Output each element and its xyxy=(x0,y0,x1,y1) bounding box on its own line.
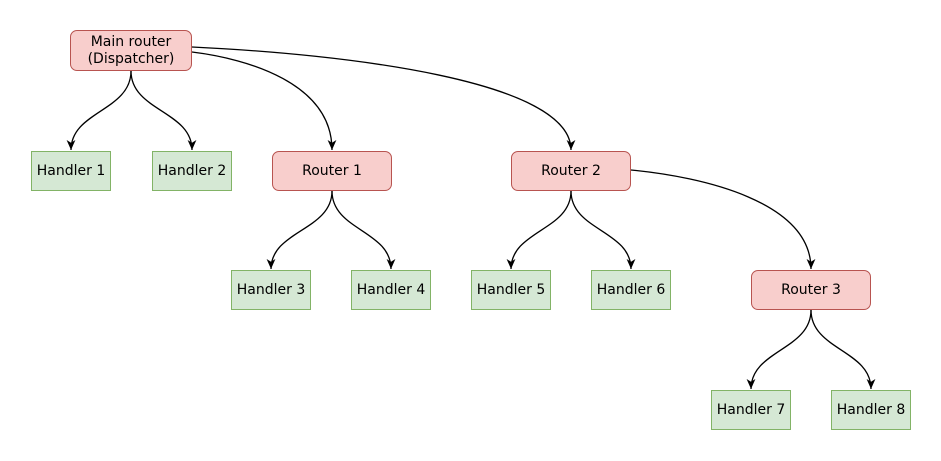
node-h5[interactable]: Handler 5 xyxy=(471,270,551,310)
node-label-r3: Router 3 xyxy=(781,281,841,298)
edge-r1-h3 xyxy=(266,190,333,270)
edge-r1-h4 xyxy=(331,190,396,270)
edge-group xyxy=(66,46,876,390)
edge-main-h2 xyxy=(130,70,197,151)
node-label-h4: Handler 4 xyxy=(356,281,426,298)
node-label-r2: Router 2 xyxy=(541,162,601,179)
node-label-h2: Handler 2 xyxy=(157,162,227,179)
node-label-h1: Handler 1 xyxy=(36,162,106,179)
node-h7[interactable]: Handler 7 xyxy=(711,390,791,430)
node-h3[interactable]: Handler 3 xyxy=(231,270,311,310)
node-label-h3: Handler 3 xyxy=(236,281,306,298)
edge-main-r2 xyxy=(191,46,576,151)
edge-main-h1 xyxy=(66,70,132,151)
node-r1[interactable]: Router 1 xyxy=(272,151,392,191)
node-label-r1: Router 1 xyxy=(302,162,362,179)
node-label-main: Main router (Dispatcher) xyxy=(87,33,175,67)
node-r2[interactable]: Router 2 xyxy=(511,151,631,191)
edge-r3-h8 xyxy=(810,309,876,390)
node-label-h6: Handler 6 xyxy=(596,281,666,298)
node-h1[interactable]: Handler 1 xyxy=(31,151,111,191)
node-label-h8: Handler 8 xyxy=(836,401,906,418)
edge-r2-r3 xyxy=(630,169,816,270)
edge-r2-h5 xyxy=(506,190,572,270)
edge-r2-h6 xyxy=(570,190,636,270)
edge-r3-h7 xyxy=(746,309,812,390)
node-h4[interactable]: Handler 4 xyxy=(351,270,431,310)
node-label-h5: Handler 5 xyxy=(476,281,546,298)
edge-main-r1 xyxy=(191,51,337,151)
node-main[interactable]: Main router (Dispatcher) xyxy=(70,30,192,71)
node-h6[interactable]: Handler 6 xyxy=(591,270,671,310)
node-h2[interactable]: Handler 2 xyxy=(152,151,232,191)
node-r3[interactable]: Router 3 xyxy=(751,270,871,310)
node-h8[interactable]: Handler 8 xyxy=(831,390,911,430)
node-label-h7: Handler 7 xyxy=(716,401,786,418)
